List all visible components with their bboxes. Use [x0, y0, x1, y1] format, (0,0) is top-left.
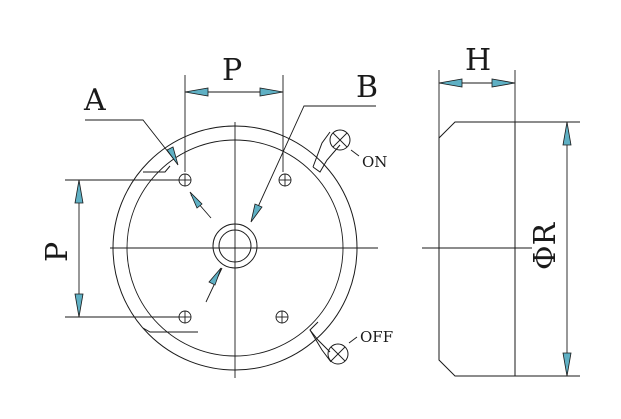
mounting-hole-top-left	[178, 173, 192, 187]
label-p-top: P	[222, 53, 242, 88]
front-view: P A B ON OFF P	[40, 53, 393, 378]
leader-a	[85, 119, 212, 219]
dimension-phi-r	[515, 121, 580, 377]
dim-arrow-top	[74, 179, 84, 204]
mounting-hole-bottom-right	[275, 310, 289, 324]
label-phi-r: ΦR	[528, 221, 563, 270]
label-h: H	[465, 43, 491, 78]
label-off: OFF	[360, 328, 393, 346]
dim-arrow-right	[259, 87, 284, 97]
hub-inner-circle	[218, 229, 252, 263]
side-view: H ΦR	[422, 43, 580, 377]
dimension-p-vertical	[65, 179, 180, 318]
dim-arrow-bottom	[74, 293, 84, 318]
mounting-hole-bottom-left	[178, 310, 192, 324]
side-body-outline	[438, 121, 516, 377]
label-p-left: P	[40, 242, 75, 262]
dim-arrow-left	[184, 87, 209, 97]
dimension-h	[438, 70, 516, 138]
label-b: B	[356, 70, 378, 105]
notch-upper-left	[143, 165, 171, 173]
on-lever	[312, 129, 360, 173]
leader-b	[205, 105, 376, 303]
label-a: A	[83, 83, 106, 118]
off-lever	[309, 321, 358, 365]
hub-outer-circle	[212, 223, 258, 269]
dimension-p-horizontal	[184, 75, 284, 172]
label-on: ON	[362, 153, 387, 171]
mounting-hole-top-right	[278, 173, 292, 187]
notch-lower-left	[142, 327, 198, 333]
